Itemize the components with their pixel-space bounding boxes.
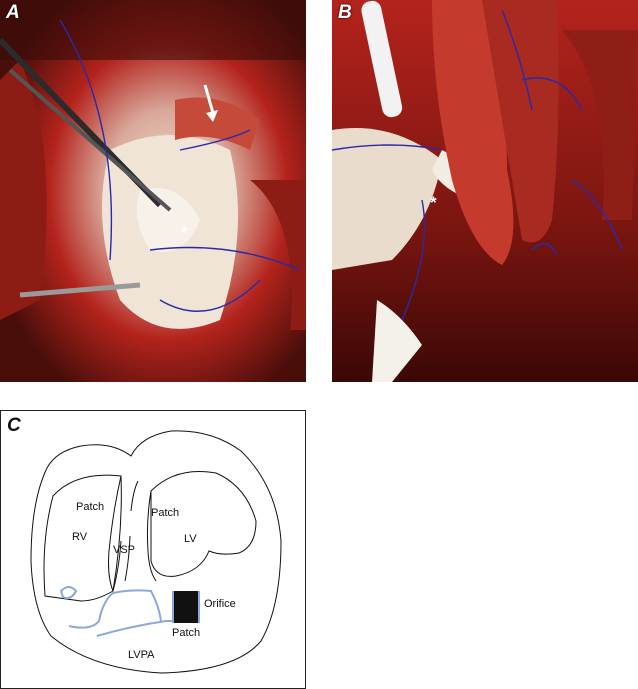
label-lvpa: LVPA bbox=[128, 649, 155, 661]
label-patch-bottom: Patch bbox=[172, 627, 201, 639]
panel-letter-b: B bbox=[338, 2, 352, 23]
septum-lines bbox=[108, 475, 157, 592]
lv-chamber bbox=[150, 470, 257, 577]
heart-outline bbox=[30, 430, 282, 674]
lower-patch-line bbox=[96, 620, 173, 637]
label-orifice: Orifice bbox=[204, 598, 236, 610]
orifice-edges bbox=[172, 591, 200, 623]
surgical-photo-b bbox=[332, 0, 638, 382]
diagram-panel-c: C Patch RV VSP Patch LV Orifice Patch LV… bbox=[0, 410, 306, 689]
photo-panel-b: B * bbox=[332, 0, 638, 382]
asterisk-marker-a: * bbox=[181, 223, 188, 242]
panel-letter-c: C bbox=[7, 415, 21, 436]
surgical-photo-a bbox=[0, 0, 306, 382]
label-rv: RV bbox=[72, 531, 88, 543]
label-patch-lv: Patch bbox=[151, 507, 180, 519]
photo-panel-a: A * bbox=[0, 0, 306, 382]
label-vsp: VSP bbox=[113, 544, 136, 556]
label-lv: LV bbox=[184, 533, 197, 545]
septal-patch-lines bbox=[112, 480, 139, 592]
asterisk-marker-b: * bbox=[430, 193, 437, 212]
rv-patch-loop bbox=[59, 586, 78, 600]
heart-schematic bbox=[30, 430, 282, 674]
orifice-block bbox=[173, 591, 199, 623]
blue-patch-line bbox=[68, 589, 162, 629]
label-patch-rv: Patch bbox=[76, 501, 105, 513]
panel-letter-a: A bbox=[6, 2, 20, 23]
